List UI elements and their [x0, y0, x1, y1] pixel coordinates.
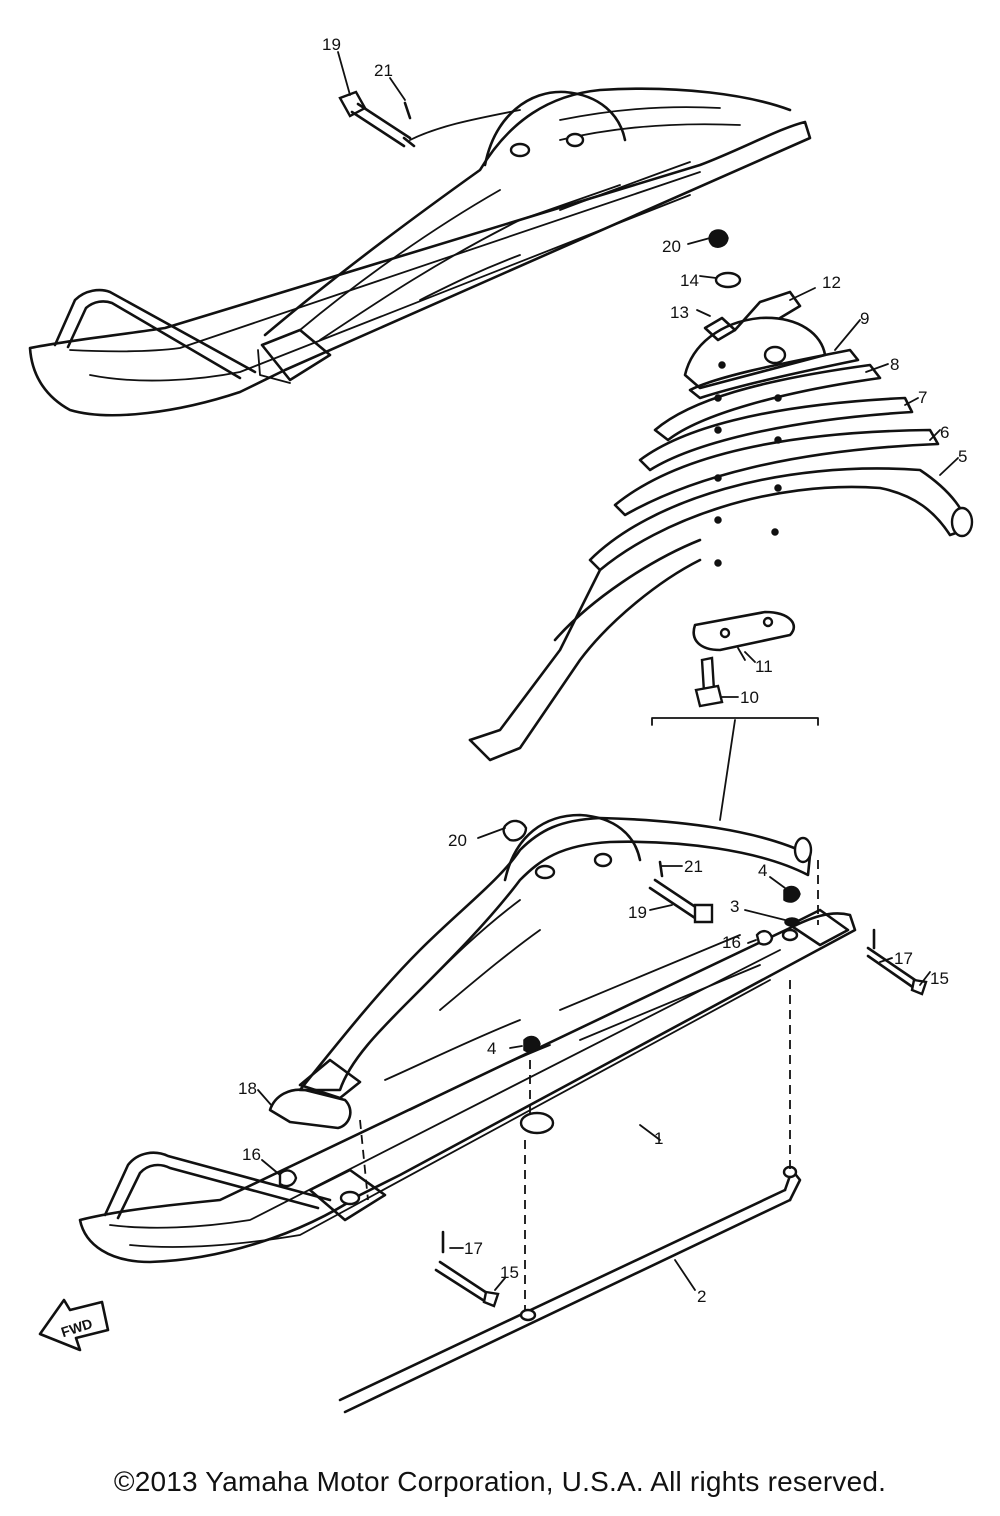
- callout-11: 11: [755, 657, 773, 676]
- callout-16-left: 16: [242, 1145, 261, 1164]
- nut-4-right: [783, 885, 801, 903]
- callout-18: 18: [238, 1079, 257, 1098]
- callout-7: 7: [918, 388, 927, 407]
- cotter-21-lower: [658, 860, 664, 878]
- callout-17-left: 17: [464, 1239, 483, 1258]
- nut-16-left: [278, 1169, 298, 1188]
- nut-20-lower: [502, 819, 528, 842]
- callout-20-top: 20: [662, 237, 681, 256]
- callout-3: 3: [730, 897, 739, 916]
- callout-8: 8: [890, 355, 899, 374]
- fwd-label: FWD: [59, 1315, 94, 1340]
- spring-leaf-8: [653, 363, 882, 442]
- callout-labels: 19 21 20 14 13 12 9 8 7 6 5 11 10 20 21 …: [238, 35, 967, 1306]
- grab-bar-lower: [103, 1151, 332, 1220]
- bolt-19-lower: [648, 878, 714, 924]
- spring-assembly-lower: [298, 813, 813, 1100]
- spring-housing-12: [683, 316, 827, 390]
- wear-bar-2: [338, 1165, 802, 1414]
- lower-ski-1: [78, 908, 857, 1264]
- callout-5: 5: [958, 447, 967, 466]
- spring-leaf-9: [688, 348, 860, 400]
- callout-17-right: 17: [894, 949, 913, 968]
- copyright-notice: ©2013 Yamaha Motor Corporation, U.S.A. A…: [113, 1466, 887, 1497]
- plate-11: [692, 610, 796, 661]
- callout-15-left: 15: [500, 1263, 519, 1282]
- nut-16-right: [755, 930, 774, 946]
- bracket-18: [268, 1088, 352, 1130]
- callout-2: 2: [697, 1287, 706, 1306]
- top-cotter-pin-21: [403, 101, 412, 120]
- spring-leaf-7: [638, 396, 914, 472]
- callout-21-top: 21: [374, 61, 393, 80]
- callout-13: 13: [670, 303, 689, 322]
- top-bolt-19: [338, 90, 416, 148]
- bolt-10: [694, 656, 724, 708]
- callout-19-mid: 19: [628, 903, 647, 922]
- clip-13: [703, 290, 802, 342]
- leaf-rivets: [714, 394, 782, 567]
- forward-arrow-icon: FWD: [38, 1298, 110, 1352]
- callout-21-mid: 21: [684, 857, 703, 876]
- nut-4-center: [523, 1035, 541, 1053]
- nut-14: [714, 271, 742, 289]
- callout-1: 1: [654, 1129, 663, 1148]
- washer-3: [784, 917, 800, 927]
- callout-14: 14: [680, 271, 699, 290]
- bolt-15-left: [434, 1260, 500, 1308]
- main-spring-leaf-5: [468, 467, 974, 762]
- top-nut-20: [708, 229, 729, 248]
- callout-15-right: 15: [930, 969, 949, 988]
- callout-16-right: 16: [722, 933, 741, 952]
- callout-19-top: 19: [322, 35, 341, 54]
- callout-10: 10: [740, 688, 759, 707]
- callout-4-center: 4: [487, 1039, 496, 1058]
- top-ski-assembly: [28, 87, 812, 417]
- callout-20-mid: 20: [448, 831, 467, 850]
- spring-leaf-6: [613, 428, 940, 517]
- callout-12: 12: [822, 273, 841, 292]
- callout-9: 9: [860, 309, 869, 328]
- callout-6: 6: [940, 423, 949, 442]
- callout-4-right: 4: [758, 861, 767, 880]
- ski-assembly-diagram: FWD 19 21 20 14 13 12 9 8 7 6 5 11 10 20…: [28, 35, 974, 1414]
